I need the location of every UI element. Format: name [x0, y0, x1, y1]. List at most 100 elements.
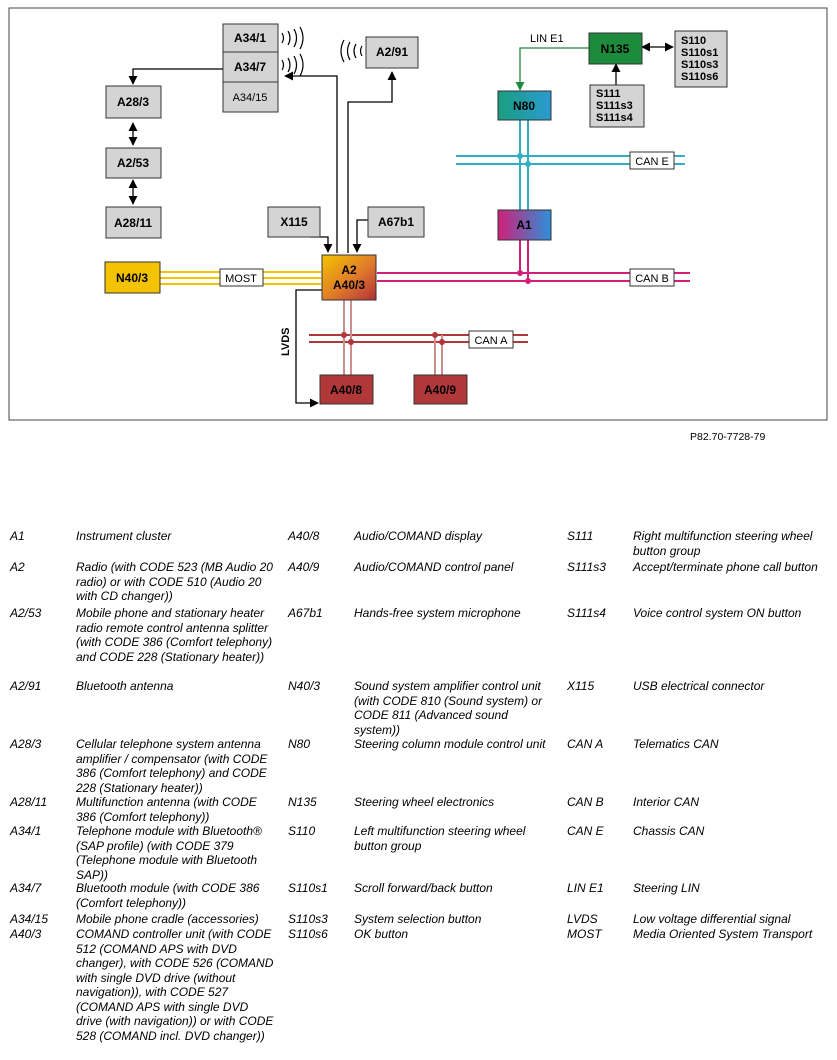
label-s111s4: S111s4 — [596, 112, 634, 124]
label-n80: N80 — [513, 99, 535, 113]
legend-code: CAN A — [567, 737, 604, 751]
legend-description: USB electrical connector — [633, 679, 765, 693]
label-a34-1: A34/1 — [234, 31, 266, 45]
label-a67b1: A67b1 — [378, 215, 414, 229]
label-a28-11: A28/11 — [114, 216, 152, 230]
component-n135: N135 — [588, 32, 643, 65]
legend-code: S110s1 — [288, 881, 328, 895]
label-a2-91: A2/91 — [376, 45, 408, 59]
legend-description: Cellular telephone system antenna amplif… — [76, 737, 268, 795]
legend-description: Accept/terminate phone call button — [633, 560, 818, 574]
label-s111s3: S111s3 — [596, 100, 633, 112]
legend-description: COMAND controller unit (with CODE 512 (C… — [76, 927, 274, 1043]
label-a40-8: A40/8 — [330, 383, 362, 397]
legend-description: Sound system amplifier control unit (wit… — [354, 679, 543, 737]
legend-description: Steering LIN — [633, 881, 700, 895]
legend-description: Telephone module with Bluetooth® (SAP pr… — [76, 824, 262, 882]
label-a2-53: A2/53 — [117, 156, 149, 170]
legend-code: A40/9 — [288, 560, 320, 574]
legend-description: Low voltage differential signal — [633, 912, 791, 926]
label-a28-3: A28/3 — [117, 95, 149, 109]
legend-code: A1 — [10, 529, 25, 543]
label-s111: S111 — [596, 88, 620, 100]
legend-code: N40/3 — [288, 679, 321, 693]
label-a34-7: A34/7 — [234, 60, 266, 74]
legend-code: LIN E1 — [567, 881, 604, 895]
legend-description: System selection button — [354, 912, 482, 926]
component-a2-a40-3: A2 A40/3 — [321, 254, 377, 301]
legend-code: A34/1 — [10, 824, 42, 838]
legend-description: Instrument cluster — [76, 529, 172, 543]
legend-description: Interior CAN — [633, 795, 700, 809]
legend-description: Chassis CAN — [633, 824, 705, 838]
label-s110: S110 — [681, 35, 706, 47]
legend-code: LVDS — [567, 912, 598, 926]
legend-description: OK button — [354, 927, 409, 941]
legend-description: Mobile phone cradle (accessories) — [76, 912, 259, 926]
component-s111-group: S111 S111s3 S111s4 — [589, 84, 645, 128]
lin-e1-line — [515, 47, 589, 91]
label-can-b: CAN B — [635, 273, 669, 285]
legend-code: A2/53 — [10, 606, 42, 620]
label-lin-e1: LIN E1 — [530, 33, 564, 45]
label-a40-9: A40/9 — [424, 383, 456, 397]
legend-description: Mobile phone and stationary heater radio… — [76, 606, 273, 664]
component-s110-group: S110 S110s1 S110s3 S110s6 — [674, 30, 728, 88]
legend-description: Multifunction antenna (with CODE 386 (Co… — [76, 795, 257, 824]
legend-code: A28/11 — [10, 795, 48, 809]
label-n40-3: N40/3 — [116, 271, 148, 285]
legend-code: N80 — [288, 737, 311, 751]
legend-code: X115 — [567, 679, 595, 693]
component-a28-3: A28/3 — [105, 85, 162, 119]
legend-code: CAN B — [567, 795, 604, 809]
legend-description: Steering wheel electronics — [354, 795, 495, 809]
label-s110s3: S110s3 — [681, 59, 718, 71]
legend-description: Scroll forward/back button — [354, 881, 493, 895]
legend-code: A40/8 — [288, 529, 320, 543]
component-a1: A1 — [497, 209, 552, 241]
legend-code: A2 — [10, 560, 25, 574]
legend-description: Voice control system ON button — [633, 606, 802, 620]
label-s110s6: S110s6 — [681, 71, 718, 83]
label-x115: X115 — [280, 215, 308, 229]
legend-description: Telematics CAN — [633, 737, 719, 751]
label-a34-15: A34/15 — [233, 92, 268, 104]
legend-description: Hands-free system microphone — [354, 606, 521, 620]
label-can-e: CAN E — [635, 156, 669, 168]
legend-description: Right multifunction steering wheel butto… — [633, 529, 813, 558]
figure-reference: P82.70-7728-79 — [690, 431, 766, 443]
legend-description: Bluetooth antenna — [76, 679, 174, 693]
legend-code: N135 — [288, 795, 317, 809]
component-a34-stack: A34/1 A34/7 A34/15 — [222, 23, 279, 113]
component-a40-8: A40/8 — [319, 374, 374, 405]
legend-code: S110s6 — [288, 927, 328, 941]
label-a1: A1 — [516, 218, 532, 232]
component-a2-53: A2/53 — [105, 147, 162, 179]
bus-label-can-b: CAN B — [629, 268, 675, 287]
legend-code: S111s4 — [567, 606, 606, 620]
label-most: MOST — [225, 273, 257, 285]
legend-description: Radio (with CODE 523 (MB Audio 20 radio)… — [76, 560, 273, 603]
label-s110s1: S110s1 — [681, 47, 718, 59]
legend-code: A34/7 — [10, 881, 42, 895]
legend-code: A34/15 — [10, 912, 49, 926]
component-a28-11: A28/11 — [105, 206, 162, 239]
legend-code: S110s3 — [288, 912, 328, 926]
bus-label-can-e: CAN E — [629, 151, 675, 170]
legend-description: Steering column module control unit — [354, 737, 546, 751]
legend-description: Audio/COMAND display — [354, 529, 483, 543]
legend-code: A40/3 — [10, 927, 42, 941]
bus-label-most: MOST — [219, 268, 264, 287]
wireless-waves-icon — [281, 26, 363, 77]
legend-code: A28/3 — [10, 737, 42, 751]
component-n80: N80 — [497, 90, 552, 121]
label-a2: A2 — [341, 263, 357, 277]
legend-code: MOST — [567, 927, 602, 941]
legend-code: S111 — [567, 529, 594, 543]
legend-code: S111s3 — [567, 560, 606, 574]
component-n40-3: N40/3 — [104, 261, 161, 294]
component-a67b1: A67b1 — [367, 206, 425, 238]
bus-label-can-a: CAN A — [468, 330, 514, 349]
component-a40-9: A40/9 — [413, 374, 468, 405]
